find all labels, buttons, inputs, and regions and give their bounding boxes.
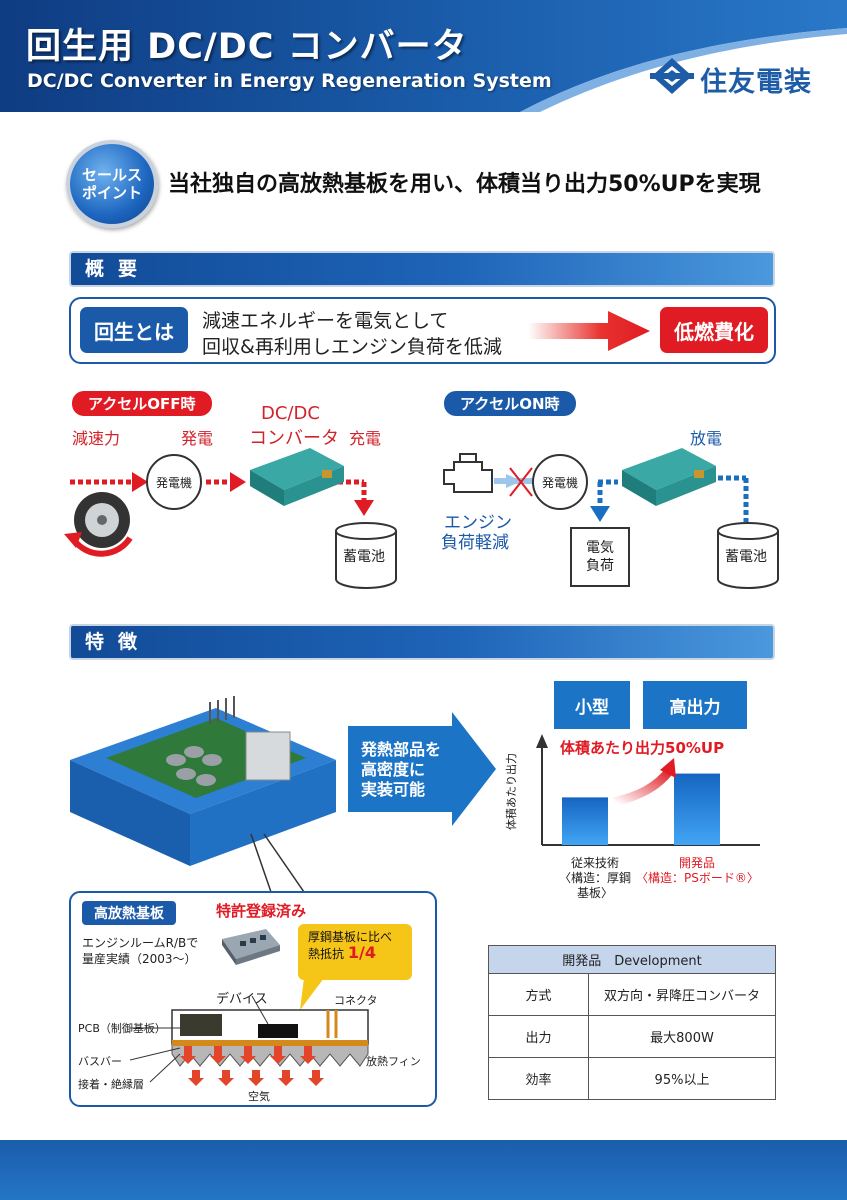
footer-band bbox=[0, 1140, 847, 1200]
decel-force-label: 減速力 bbox=[72, 429, 121, 448]
charge-label: 充電 bbox=[349, 429, 382, 448]
wheel-icon bbox=[64, 492, 133, 557]
sales-point-badge: セールス ポイント bbox=[66, 140, 158, 228]
busbar-label: バスバー bbox=[78, 1055, 122, 1068]
regen-description-line2: 回収&再利用しエンジン負荷を低減 bbox=[202, 336, 502, 358]
discharge-label: 放電 bbox=[690, 429, 723, 448]
chart-ylabel: 体積あたり出力 bbox=[505, 753, 518, 830]
regen-arrow-icon bbox=[528, 311, 650, 351]
feature-arrow-text: 発熱部品を 高密度に 実装可能 bbox=[361, 740, 441, 800]
adhesive-label: 接着・絶縁層 bbox=[78, 1078, 144, 1091]
conventional-structure: 〈構造：厚鋼基板〉 bbox=[558, 871, 631, 900]
chart-x-label-conventional: 従来技術 〈構造：厚鋼基板〉 bbox=[555, 856, 635, 901]
increase-arrow-icon bbox=[612, 767, 674, 807]
chart-x-label-developed: 開発品 〈構造：PSボード®〉 bbox=[636, 856, 759, 886]
tag-small: 小型 bbox=[554, 681, 630, 729]
battery-on-icon bbox=[717, 522, 779, 589]
battery-off-label: 蓄電池 bbox=[343, 549, 385, 565]
page-title: 回生用 DC/DC コンバータ bbox=[26, 27, 468, 67]
converter-label-line1: DC/DC bbox=[261, 403, 320, 424]
feature-arrow-line1: 発熱部品を bbox=[361, 740, 442, 759]
section-features-title: 特徴 bbox=[69, 624, 775, 660]
spec-row: 出力 最大800W bbox=[488, 1015, 776, 1058]
patent-label: 特許登録済み bbox=[216, 902, 307, 920]
generate-label: 発電 bbox=[181, 429, 214, 448]
callout-value: 1/4 bbox=[347, 943, 376, 962]
cross-section-diagram bbox=[171, 996, 369, 1086]
pcb-label: PCB（制御基板） bbox=[78, 1022, 166, 1035]
device-label: デバイス bbox=[216, 992, 268, 1007]
feature-arrow-line2: 高密度に bbox=[361, 760, 426, 779]
spec-table: 開発品 Development 方式 双方向・昇降圧コンバータ 出力 最大800… bbox=[488, 945, 776, 1100]
accel-off-pill: アクセルOFF時 bbox=[72, 391, 212, 416]
spec-value: 95%以上 bbox=[588, 1057, 776, 1100]
generator-on: 発電機 bbox=[532, 454, 588, 510]
increase-arrowhead-icon bbox=[660, 758, 676, 778]
spec-table-header: 開発品 Development bbox=[488, 945, 776, 974]
mass-production-line2: 量産実績（2003〜） bbox=[82, 952, 197, 966]
bar-developed bbox=[674, 773, 720, 845]
section-overview-title: 概要 bbox=[69, 251, 775, 287]
dc-dc-converter-on-icon bbox=[622, 448, 716, 506]
callout-line1: 厚鋼基板に比べ bbox=[308, 930, 393, 944]
output-chart bbox=[536, 734, 760, 846]
callout-line2: 熱抵抗 bbox=[308, 947, 345, 961]
company-logo-text: 住友電装 bbox=[700, 67, 812, 98]
callout-pointer-icon bbox=[300, 978, 324, 1010]
cross-section-leader-lines bbox=[130, 1027, 181, 1083]
feature-arrow-line3: 実装可能 bbox=[361, 780, 426, 799]
tag-high-output: 高出力 bbox=[643, 681, 747, 729]
connector-label: コネクタ bbox=[334, 994, 378, 1007]
developed-structure: 〈構造：PSボード®〉 bbox=[636, 871, 759, 885]
sales-point-badge-line1: セールス bbox=[81, 166, 142, 184]
spec-label: 方式 bbox=[488, 973, 589, 1016]
engine-load-line1: エンジン bbox=[444, 513, 512, 533]
spec-value: 最大800W bbox=[588, 1015, 776, 1058]
regen-label: 回生とは bbox=[80, 307, 188, 353]
regen-description-line1: 減速エネルギーを電気として bbox=[202, 310, 449, 332]
fin-label: 放熱フィン bbox=[366, 1055, 421, 1068]
regen-result-badge: 低燃費化 bbox=[660, 307, 768, 353]
bar-conventional bbox=[562, 797, 608, 845]
generator-off: 発電機 bbox=[146, 454, 202, 510]
battery-off-icon bbox=[335, 522, 397, 589]
engine-icon bbox=[443, 453, 493, 493]
thermal-resistance-callout: 厚鋼基板に比べ 熱抵抗 1/4 bbox=[298, 924, 412, 980]
dc-dc-converter-icon bbox=[250, 448, 344, 506]
spec-value: 双方向・昇降圧コンバータ bbox=[588, 973, 776, 1016]
spec-row: 方式 双方向・昇降圧コンバータ bbox=[488, 973, 776, 1016]
electrical-load-line1: 電気 bbox=[586, 540, 614, 556]
spec-label: 出力 bbox=[488, 1015, 589, 1058]
feature-arrow-icon bbox=[348, 712, 496, 826]
battery-on-label: 蓄電池 bbox=[725, 549, 767, 565]
developed-label: 開発品 bbox=[678, 856, 715, 870]
conventional-label: 従来技術 bbox=[570, 856, 619, 870]
board-illustration bbox=[70, 696, 336, 866]
chart-title: 体積あたり出力50%UP bbox=[560, 739, 725, 757]
converter-label-line2: コンバータ bbox=[249, 428, 339, 449]
sales-point-badge-line2: ポイント bbox=[81, 184, 142, 202]
accel-on-diagram bbox=[443, 448, 749, 522]
engine-load-line2: 負荷軽減 bbox=[441, 533, 509, 553]
mass-production-note: エンジンルームR/Bで 量産実績（2003〜） bbox=[82, 935, 198, 967]
regen-box bbox=[69, 297, 776, 364]
page-subtitle: DC/DC Converter in Energy Regeneration S… bbox=[27, 70, 552, 92]
company-logo-icon bbox=[650, 58, 694, 94]
header-banner bbox=[0, 0, 847, 112]
accel-off-diagram bbox=[64, 448, 374, 557]
air-label: 空気 bbox=[248, 1090, 270, 1103]
electrical-load-box: 電気 負荷 bbox=[570, 527, 630, 587]
mass-production-line1: エンジンルームR/Bで bbox=[82, 936, 199, 950]
relay-box-photo-icon bbox=[222, 929, 280, 965]
accel-on-pill: アクセルON時 bbox=[444, 391, 576, 416]
spec-row: 効率 95%以上 bbox=[488, 1057, 776, 1100]
board-tag: 高放熱基板 bbox=[82, 901, 176, 925]
sales-point-text: 当社独自の高放熱基板を用い、体積当り出力50%UPを実現 bbox=[168, 172, 761, 197]
electrical-load-line2: 負荷 bbox=[586, 558, 614, 574]
spec-label: 効率 bbox=[488, 1057, 589, 1100]
